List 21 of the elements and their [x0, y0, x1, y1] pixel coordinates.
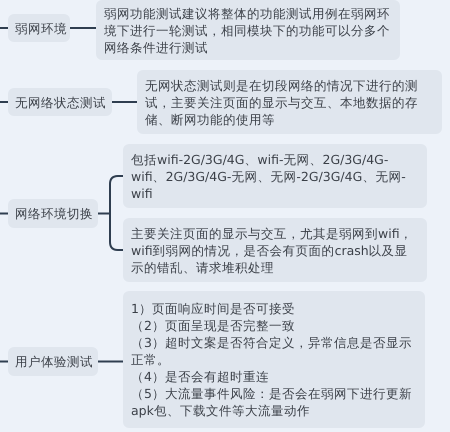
note-box [123, 291, 425, 428]
connector-line [98, 360, 123, 362]
list-item: 1）页面响应时间是否可接受 [131, 300, 296, 317]
note-box: 无网状态测试则是在切段网络的情况下进行的测试，主要关注页面的显示与交互、本地数据的存储、断网功能的使用等 [137, 70, 442, 134]
connector-line [112, 101, 137, 103]
list-item: （5）大流量事件风险：是否会在弱网下进行更新apk包、下载文件等大流量动作 [131, 385, 413, 419]
list-item: （2）页面呈现是否完整一致 [131, 317, 296, 334]
connector-line [0, 212, 8, 214]
connector-line [0, 101, 8, 103]
topic-box: 网络环境切换 [8, 199, 98, 228]
connector-line [0, 27, 8, 29]
topic-box: 弱网环境 [8, 14, 70, 42]
note-box: 主要关注页面的显示与交互，尤其是弱网到wifi，wifi到弱网的情况，是否会有页面的crash以及显示的错乱、请求堆积处理 [123, 218, 427, 282]
topic-box: 无网络状态测试 [8, 88, 112, 116]
topic-box: 用户体验测试 [8, 347, 98, 376]
list-item: （4）是否会有超时重连 [131, 368, 270, 385]
note-box: 弱网功能测试建议将整体的功能测试用例在弱网环境下进行一轮测试，相同模块下的功能可以分多个网络条件进行测试 [96, 0, 400, 60]
connector-line [70, 27, 96, 29]
note-box: 包括wifi-2G/3G/4G、wifi-无网、2G/3G/4G-wifi、2G/3G/4G-无网、无网-2G/3G/4G、无网-wifi [123, 144, 427, 208]
list-item: （3）超时文案是否符合定义，异常信息是否显示正常。 [131, 334, 413, 368]
connector-line [0, 360, 8, 362]
